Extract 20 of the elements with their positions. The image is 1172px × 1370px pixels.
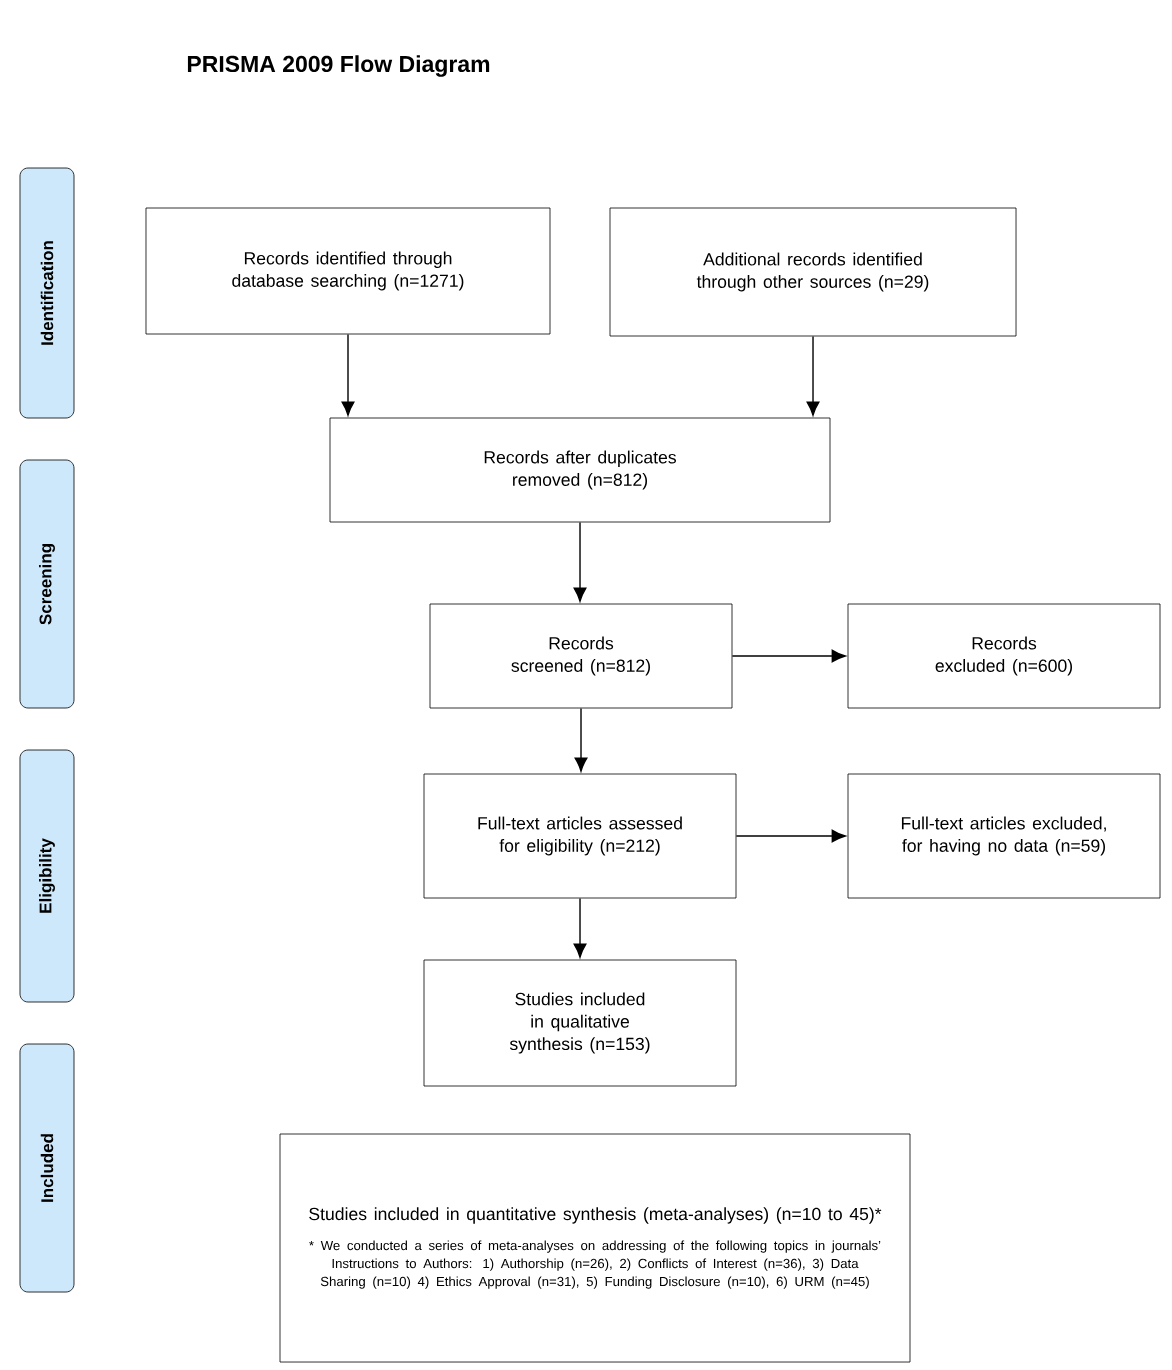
- arrow: [573, 897, 587, 958]
- arrow: [731, 649, 846, 663]
- process-box: Records screened (n=812): [429, 603, 733, 709]
- process-box: Records after duplicates removed (n=812): [329, 417, 831, 523]
- phase-band: Eligibility: [19, 749, 75, 1003]
- arrow: [735, 829, 846, 843]
- process-box: Full-text articles excluded, for having no data (n=59): [847, 773, 1161, 899]
- process-box: Full-text articles assessed for eligibility (n=212): [423, 773, 737, 899]
- arrow: [573, 521, 587, 602]
- arrow: [341, 333, 355, 416]
- phase-band: Identification: [19, 167, 75, 419]
- phase-band: Screening: [19, 459, 75, 709]
- phase-band: Included: [19, 1043, 75, 1293]
- title: PRISMA 2009 Flow Diagram: [187, 55, 490, 77]
- arrow: [806, 335, 820, 416]
- process-box: Additional records identified through other sources (n=29): [609, 207, 1017, 337]
- process-box: Records excluded (n=600): [847, 603, 1161, 709]
- process-box: Records identified through database searching (n=1271): [145, 207, 551, 335]
- process-box: Studies included in qualitative synthesis (n=153): [423, 959, 737, 1087]
- arrow: [574, 707, 588, 772]
